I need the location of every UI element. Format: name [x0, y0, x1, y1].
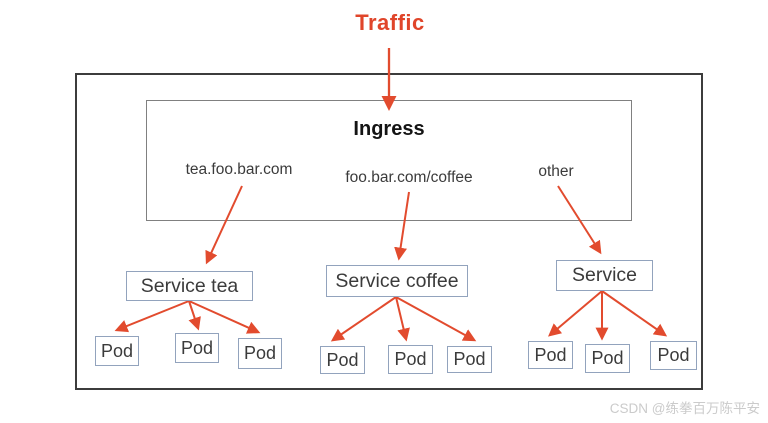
ingress-rule-tea-host: tea.foo.bar.com [185, 161, 293, 178]
pod-box: Pod [650, 341, 697, 370]
pod-box: Pod [528, 341, 573, 369]
ingress-rule-coffee-path: foo.bar.com/coffee [345, 169, 473, 186]
pod-box: Pod [175, 333, 219, 363]
service-coffee-box: Service coffee [326, 265, 468, 297]
traffic-label: Traffic [355, 10, 425, 35]
ingress-label: Ingress [353, 118, 425, 140]
service-tea-box: Service tea [126, 271, 253, 301]
pod-box: Pod [320, 346, 365, 374]
pod-box: Pod [95, 336, 139, 366]
csdn-watermark: CSDN @练拳百万陈平安 [609, 401, 760, 416]
pod-box: Pod [447, 346, 492, 373]
pod-box: Pod [238, 338, 282, 369]
pod-box: Pod [585, 344, 630, 373]
pod-box: Pod [388, 345, 433, 374]
service-box: Service [556, 260, 653, 291]
ingress-rule-other: other [538, 163, 574, 180]
